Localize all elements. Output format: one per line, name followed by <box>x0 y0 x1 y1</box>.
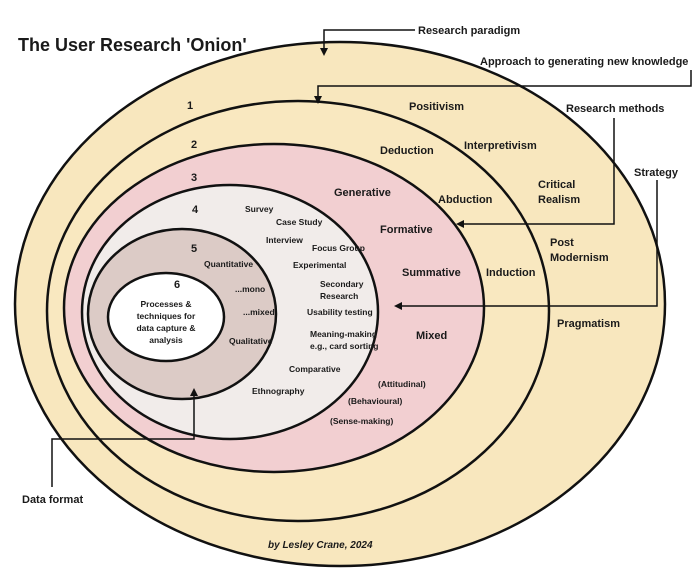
layer-6-number: 6 <box>174 279 180 291</box>
layer-1-item: Critical <box>538 179 575 191</box>
core-text-line: data capture & <box>136 323 195 333</box>
layer-3-item: (Attitudinal) <box>378 379 426 389</box>
layer-1-item: Modernism <box>550 252 609 264</box>
layer-3-item: Mixed <box>416 330 447 342</box>
layer-4-item: Survey <box>245 204 274 214</box>
strategy-connector <box>394 180 658 310</box>
layer-2-item: Abduction <box>438 194 493 206</box>
layer-4-item: e.g., card sorting <box>310 341 379 351</box>
layer-4-item: Experimental <box>293 260 346 270</box>
layer-1-item: Interpretivism <box>464 140 537 152</box>
layer-1-item: Post <box>550 237 574 249</box>
layer-6-core <box>106 271 226 363</box>
layer-2-item: Deduction <box>380 145 434 157</box>
callout-research-paradigm: Research paradigm <box>418 25 520 37</box>
layer-3-item: Formative <box>380 224 433 236</box>
layer-3-number: 3 <box>191 172 197 184</box>
layer-5-number: 5 <box>191 243 197 255</box>
layer-5-item: Quantitative <box>204 259 253 269</box>
layer-5-item: Qualitative <box>229 336 273 346</box>
layer-1-item: Positivism <box>409 101 464 113</box>
credit-text: by Lesley Crane, 2024 <box>268 540 373 551</box>
callout-research-methods: Research methods <box>566 103 664 115</box>
layer-4-item: Interview <box>266 235 303 245</box>
layer-4-item: Comparative <box>289 364 341 374</box>
approach-connector <box>314 70 692 104</box>
layer-3-item: Generative <box>334 187 391 199</box>
layer-5-item: ...mono <box>235 284 265 294</box>
layer-4-item: Case Study <box>276 217 323 227</box>
diagram-title: The User Research 'Onion' <box>18 35 247 55</box>
layer-2-number: 2 <box>191 139 197 151</box>
layer-1-item: Realism <box>538 194 580 206</box>
layer-2-item: Induction <box>486 267 536 279</box>
layer-1-number: 1 <box>187 100 193 112</box>
layer-4-number: 4 <box>192 204 199 216</box>
callout-data-format: Data format <box>22 494 83 506</box>
data-format-connector <box>51 388 198 487</box>
layer-4-item: Usability testing <box>307 307 373 317</box>
layer-4-item: Ethnography <box>252 386 305 396</box>
layer-4-item: Focus Group <box>312 243 365 253</box>
layer-4-item: Research <box>320 291 358 301</box>
core-text-line: Processes & <box>140 299 191 309</box>
callout-approach: Approach to generating new knowledge <box>480 56 688 68</box>
core-text-line: analysis <box>149 335 183 345</box>
layer-5-item: ...mixed <box>243 307 275 317</box>
layer-4-item: Secondary <box>320 279 364 289</box>
layer-3-item: (Behavioural) <box>348 396 402 406</box>
core-text-line: techniques for <box>137 311 196 321</box>
methods-connector <box>456 118 615 228</box>
paradigm-connector <box>320 29 415 56</box>
layer-4-item: Meaning-making <box>310 329 377 339</box>
callout-strategy: Strategy <box>634 167 679 179</box>
layer-1-item: Pragmatism <box>557 318 620 330</box>
layer-3-item: (Sense-making) <box>330 416 393 426</box>
layer-3-item: Summative <box>402 267 461 279</box>
